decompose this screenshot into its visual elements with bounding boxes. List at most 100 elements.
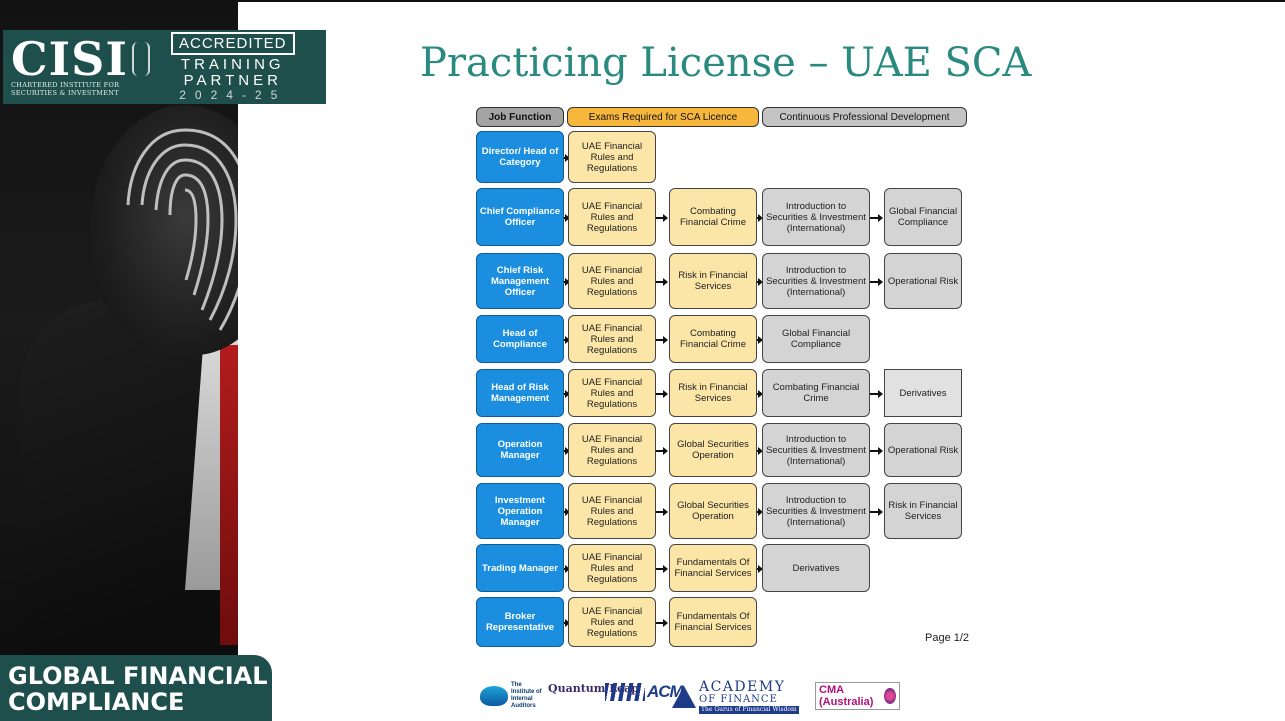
flow-arrow: [870, 278, 883, 286]
flow-arrow: [656, 447, 668, 455]
flow-arrow: [564, 565, 570, 573]
hero-image: [0, 0, 238, 721]
flow-box-cpd1: Combating Financial Crime: [762, 369, 870, 417]
flow-arrow: [564, 619, 570, 627]
flow-arrow: [564, 336, 570, 344]
flow-arrow: [656, 336, 668, 344]
flow-box-cpd2: Global Financial Compliance: [884, 188, 962, 246]
section-footer-label: GLOBAL FINANCIAL COMPLIANCE: [0, 655, 272, 721]
flow-arrow: [564, 214, 570, 222]
flow-box-cpd2: Derivatives: [884, 369, 962, 417]
flow-box-job: Broker Representative: [476, 597, 564, 647]
flow-arrow: [564, 390, 570, 398]
flow-box-job: Head of Compliance: [476, 315, 564, 363]
flow-box-exam: UAE Financial Rules and Regulations: [568, 423, 656, 477]
flow-arrow: [870, 390, 883, 398]
flow-box-job: Investment Operation Manager: [476, 483, 564, 539]
partner-label: PARTNER: [183, 72, 282, 89]
academy-of-finance-logo: ACADEMY OF FINANCE The Gurus of Financia…: [672, 680, 799, 714]
flow-box-exam2: Fundamentals Of Financial Services: [669, 544, 757, 592]
flow-arrow: [656, 565, 668, 573]
flow-box-cpd1: Introduction to Securities & Investment …: [762, 253, 870, 309]
flow-box-job: Head of Risk Management: [476, 369, 564, 417]
flow-box-exam2: Combating Financial Crime: [669, 188, 757, 246]
cma-text: CMA (Australia): [819, 684, 874, 708]
flow-arrow: [564, 508, 570, 516]
flow-box-job: Director/ Head of Category: [476, 131, 564, 183]
license-flowchart: Job Function Exams Required for SCA Lice…: [470, 105, 975, 655]
header-job-function: Job Function: [476, 107, 564, 127]
flow-box-cpd2: Operational Risk: [884, 423, 962, 477]
flow-box-exam: UAE Financial Rules and Regulations: [568, 544, 656, 592]
flow-arrow: [564, 278, 570, 286]
partner-logos: The Institute of Internal Auditors Quant…: [480, 680, 900, 720]
flow-box-exam2: Global Securities Operation: [669, 483, 757, 539]
aof-line-1: ACADEMY: [699, 679, 786, 695]
flow-box-job: Chief Risk Management Officer: [476, 253, 564, 309]
slide-title: Practicing License – UAE SCA: [420, 40, 1032, 86]
flow-box-exam2: Fundamentals Of Financial Services: [669, 597, 757, 647]
flow-box-exam: UAE Financial Rules and Regulations: [568, 483, 656, 539]
flow-box-cpd1: Global Financial Compliance: [762, 315, 870, 363]
flow-arrow: [656, 619, 668, 627]
crest-icon: [131, 42, 150, 76]
flow-box-exam2: Combating Financial Crime: [669, 315, 757, 363]
top-divider: [238, 0, 1285, 2]
flow-box-cpd1: Derivatives: [762, 544, 870, 592]
flow-box-exam: UAE Financial Rules and Regulations: [568, 188, 656, 246]
flow-box-cpd2: Operational Risk: [884, 253, 962, 309]
acm-stripes-icon: [605, 683, 645, 701]
flow-box-exam: UAE Financial Rules and Regulations: [568, 597, 656, 647]
iia-globe-icon: [480, 686, 508, 706]
flow-box-exam: UAE Financial Rules and Regulations: [568, 315, 656, 363]
flow-box-exam2: Global Securities Operation: [669, 423, 757, 477]
cisi-wordmark: CISI: [11, 32, 128, 86]
flow-arrow: [757, 508, 763, 516]
flow-arrow: [757, 565, 763, 573]
flow-arrow: [656, 508, 668, 516]
flow-arrow: [757, 447, 763, 455]
flow-arrow: [870, 508, 883, 516]
flow-arrow: [757, 278, 763, 286]
flow-box-job: Trading Manager: [476, 544, 564, 592]
cma-emblem-icon: [883, 688, 896, 704]
flow-box-cpd2: Risk in Financial Services: [884, 483, 962, 539]
flow-box-exam: UAE Financial Rules and Regulations: [568, 131, 656, 183]
flow-box-exam: UAE Financial Rules and Regulations: [568, 369, 656, 417]
years-label: 2024-25: [179, 88, 287, 102]
aof-tagline: The Gurus of Financial Wisdom: [699, 706, 799, 714]
cma-australia-logo: CMA (Australia): [815, 682, 900, 710]
flow-box-exam2: Risk in Financial Services: [669, 369, 757, 417]
accreditation-text: ACCREDITED TRAINING PARTNER 2024-25: [171, 32, 295, 102]
page-label: Page 1/2: [925, 632, 970, 644]
flow-arrow: [757, 214, 763, 222]
flow-arrow: [656, 214, 668, 222]
iia-text: The Institute of Internal Auditors: [511, 682, 542, 709]
header-cpd: Continuous Professional Development: [762, 107, 967, 127]
flow-box-exam2: Risk in Financial Services: [669, 253, 757, 309]
flow-arrow: [564, 154, 570, 162]
flow-box-cpd1: Introduction to Securities & Investment …: [762, 423, 870, 477]
flow-arrow: [656, 278, 668, 286]
cisi-logo: CISI CHARTERED INSTITUTE FOR SECURITIES …: [11, 32, 161, 97]
flow-arrow: [870, 214, 883, 222]
flow-box-cpd1: Introduction to Securities & Investment …: [762, 188, 870, 246]
flow-box-job: Chief Compliance Officer: [476, 188, 564, 246]
flow-arrow: [870, 447, 883, 455]
iia-logo: The Institute of Internal Auditors: [480, 682, 545, 710]
aof-line-2: OF FINANCE: [699, 694, 778, 705]
aof-triangle-icon: [672, 686, 696, 708]
flow-box-job: Operation Manager: [476, 423, 564, 477]
training-label: TRAINING: [180, 56, 285, 73]
flow-box-cpd1: Introduction to Securities & Investment …: [762, 483, 870, 539]
cisi-accredited-badge: CISI CHARTERED INSTITUTE FOR SECURITIES …: [3, 30, 326, 104]
flow-box-exam: UAE Financial Rules and Regulations: [568, 253, 656, 309]
cisi-subtitle-1: CHARTERED INSTITUTE FOR: [11, 81, 120, 89]
cisi-subtitle-2: SECURITIES & INVESTMENT: [11, 89, 119, 97]
fingerprint-icon: [126, 128, 238, 331]
flow-arrow: [757, 390, 763, 398]
header-exams: Exams Required for SCA Licence: [567, 107, 759, 127]
flow-arrow: [757, 336, 763, 344]
flow-arrow: [564, 447, 570, 455]
red-tie: [220, 345, 238, 645]
